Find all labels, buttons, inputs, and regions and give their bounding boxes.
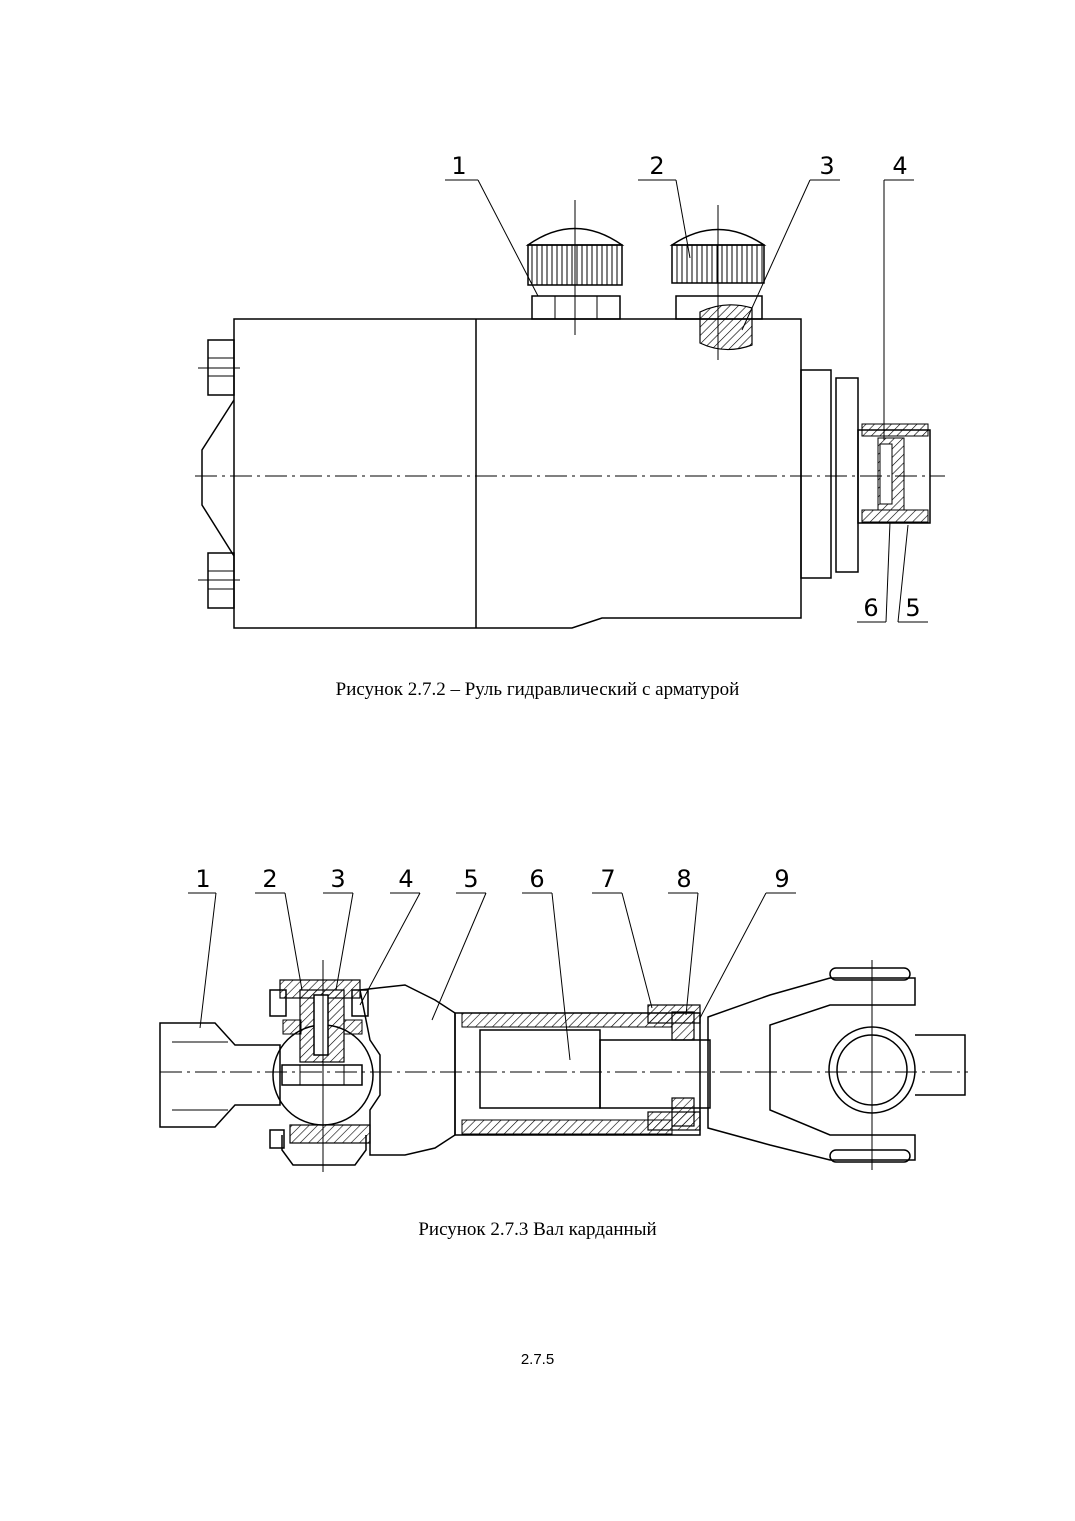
- page-number: 2.7.5: [520, 1351, 555, 1368]
- inner-sleeve: [479, 1029, 601, 1109]
- flange-plate: [800, 369, 832, 579]
- callout-fig1-3: 3: [819, 152, 834, 180]
- seal-ring: [671, 1011, 695, 1041]
- figure-caption-cardan: Рисунок 2.7.3 Вал карданный: [418, 1219, 657, 1240]
- callout-fig2-9: 9: [774, 865, 789, 893]
- fitting-knob-2: [669, 205, 767, 360]
- callout-fig2-2: 2: [262, 865, 277, 893]
- figure-caption-steering: Рисунок 2.7.2 – Руль гидравлический с ар…: [335, 679, 740, 700]
- leader-lines-fig1: [445, 179, 928, 623]
- right-shaft-end: [915, 1034, 966, 1096]
- callout-fig1-5: 5: [905, 594, 920, 622]
- left-end-cap: [201, 399, 235, 557]
- steering-body: [233, 318, 802, 629]
- callout-fig2-6: 6: [529, 865, 544, 893]
- callout-fig2-8: 8: [676, 865, 691, 893]
- right-yoke: [707, 977, 916, 1161]
- fitting-knob-1: [525, 200, 625, 335]
- flange-disk: [835, 377, 859, 573]
- callout-fig2-4: 4: [398, 865, 413, 893]
- leader-lines-fig2: [188, 892, 796, 1061]
- cardan-shaft-drawing: 1 2 3 4 5 6 7 8 9: [159, 865, 968, 1172]
- callout-fig2-7: 7: [600, 865, 615, 893]
- left-shaft-end: [159, 1022, 281, 1128]
- callout-fig2-3: 3: [330, 865, 345, 893]
- left-yoke: [359, 984, 456, 1156]
- callout-fig1-6: 6: [863, 594, 878, 622]
- callout-fig2-1: 1: [195, 865, 210, 893]
- callout-fig1-4: 4: [892, 152, 907, 180]
- sliding-shaft: [599, 1039, 711, 1109]
- steering-unit-drawing: 1 2 3 4 5 6: [195, 152, 945, 629]
- callout-fig2-5: 5: [463, 865, 478, 893]
- callout-fig1-1: 1: [451, 152, 466, 180]
- callout-fig1-2: 2: [649, 152, 664, 180]
